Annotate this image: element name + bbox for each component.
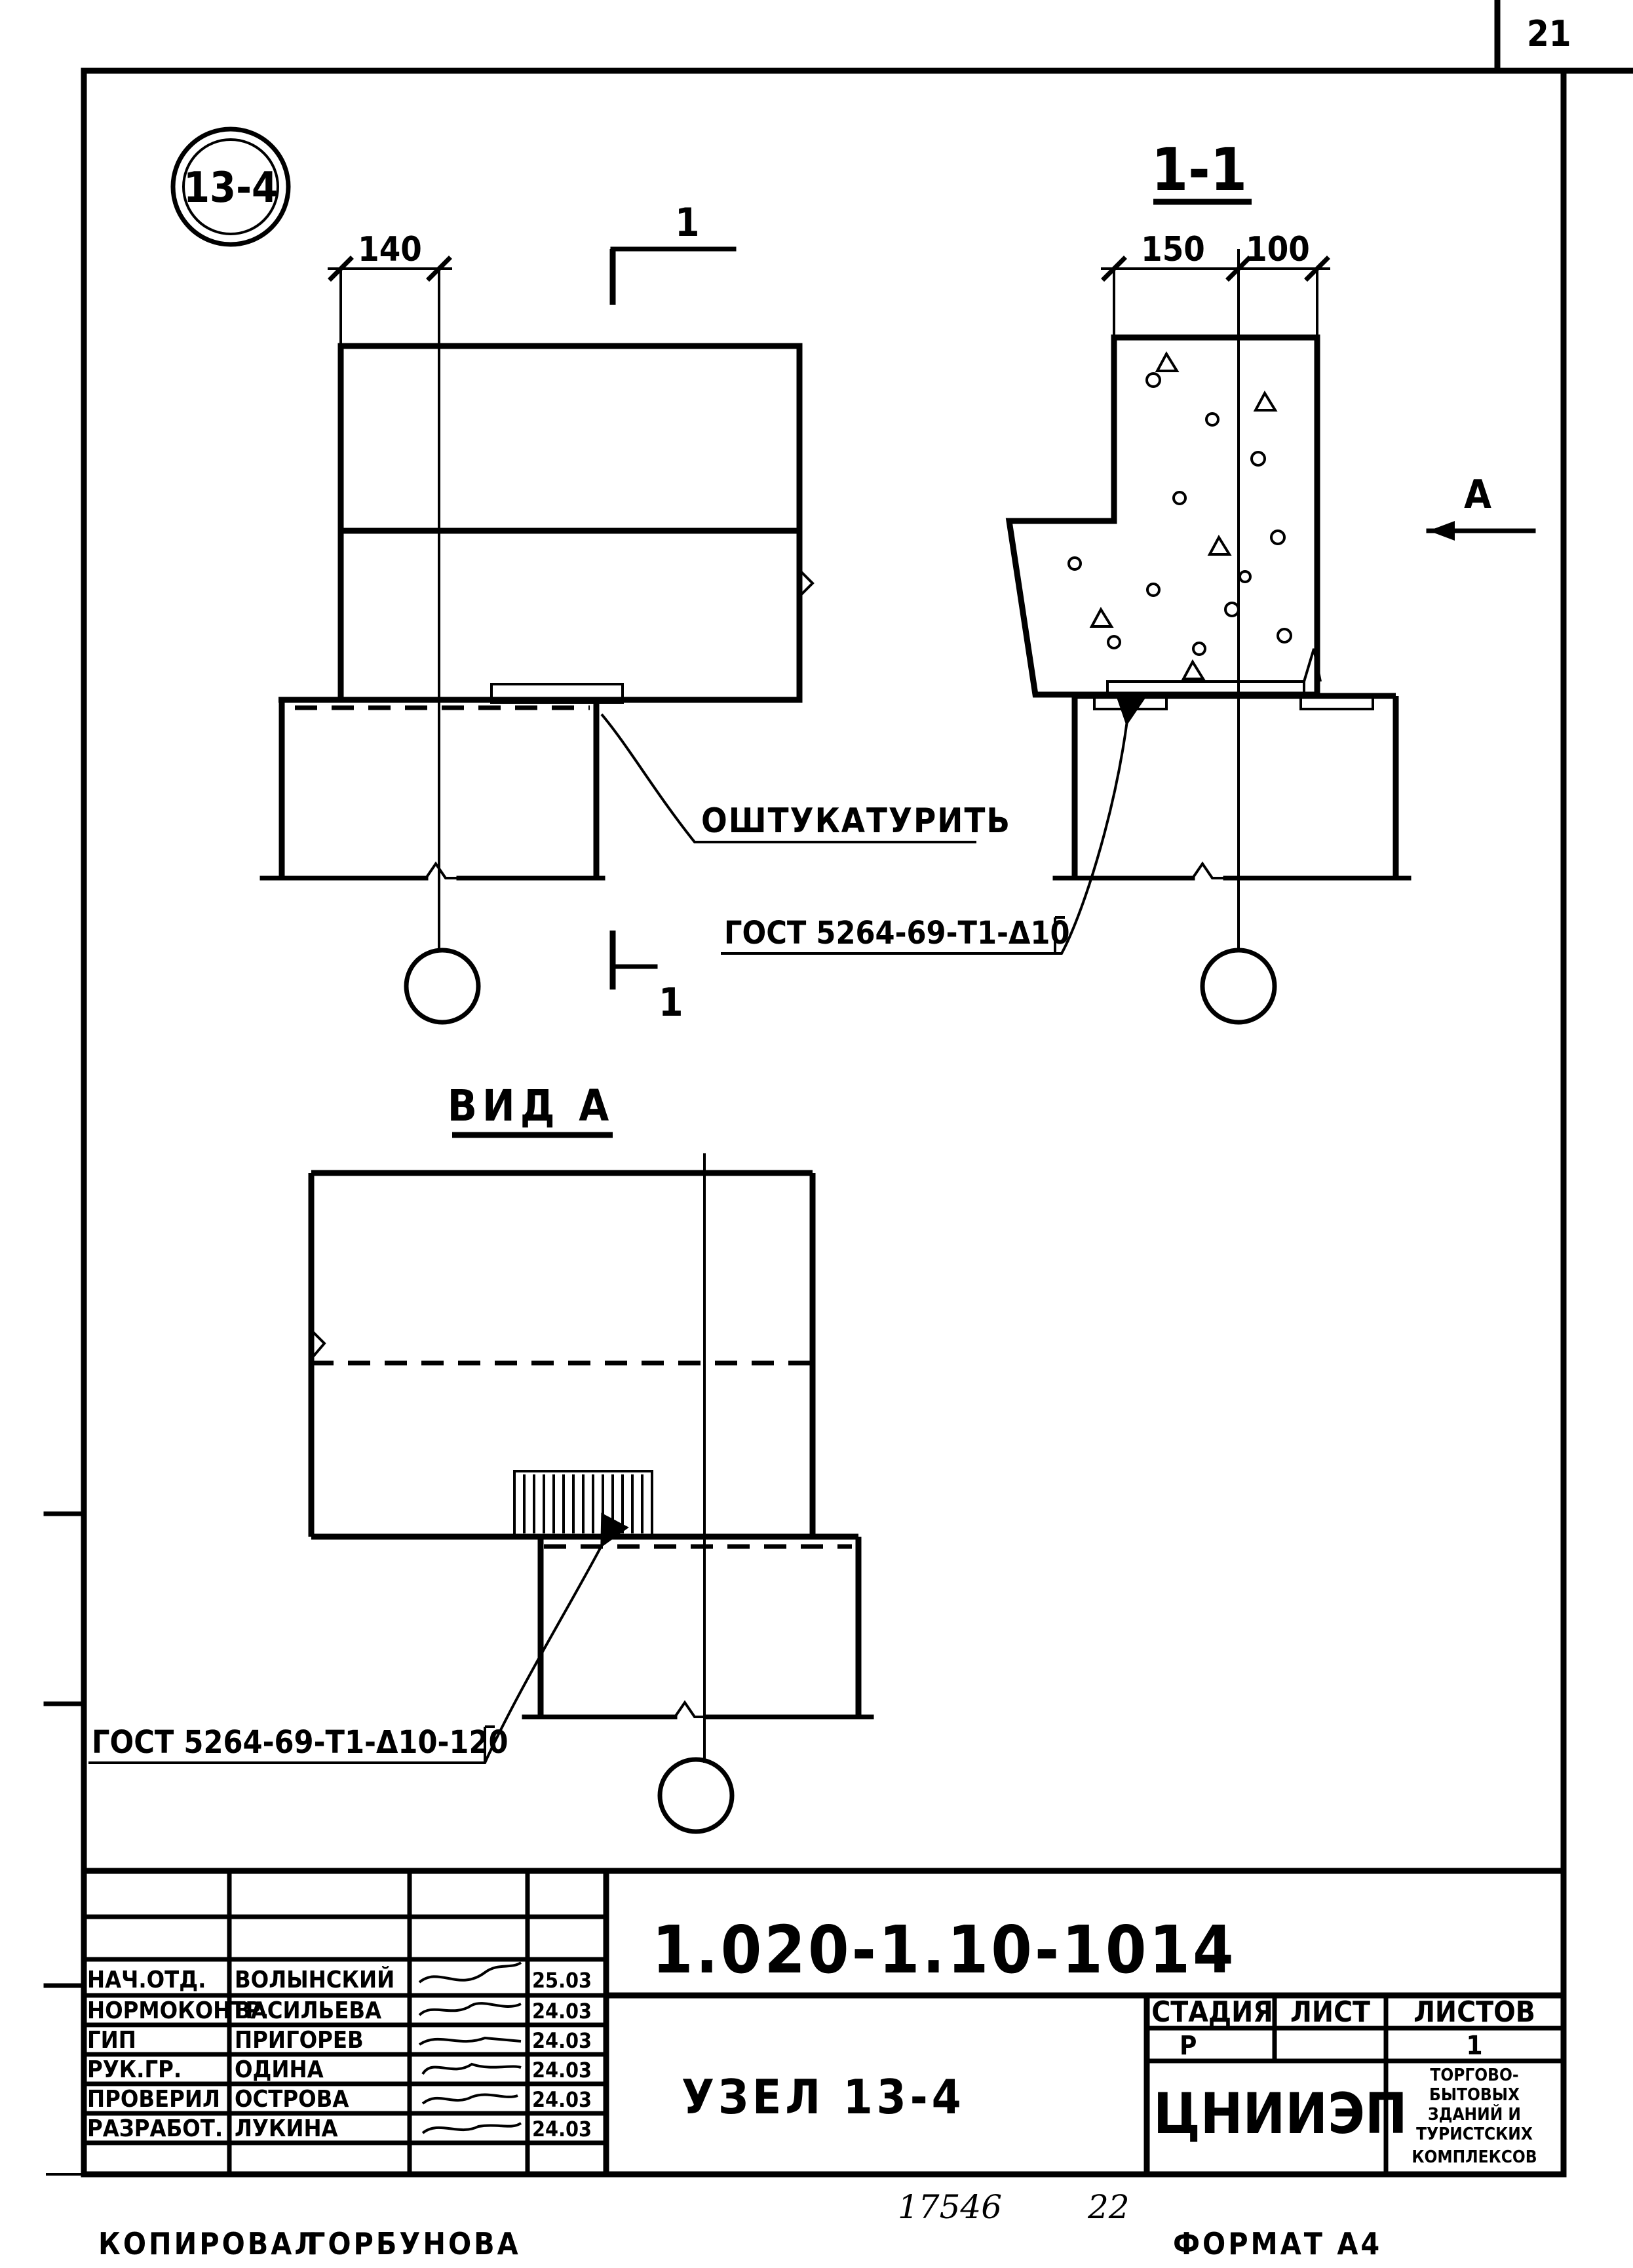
svg-text:ГИП: ГИП [87, 2027, 136, 2054]
section-title: 1-1 [1151, 136, 1247, 204]
stage-value: Р [1180, 2031, 1197, 2061]
svg-text:1: 1 [659, 980, 683, 1026]
dim-left: 140 [358, 230, 422, 269]
signature-row: НОРМОКОНТР. ВАСИЛЬЕВА 24.03 [87, 1997, 592, 2024]
copy-number: 22 [1087, 2188, 1130, 2226]
svg-text:24.03: 24.03 [532, 2028, 592, 2053]
stage-header: СТАДИЯ [1151, 1995, 1273, 2029]
signature-row: РУК.ГР. ОДИНА 24.03 [87, 2056, 592, 2083]
sheets-header: ЛИСТОВ [1413, 1995, 1535, 2029]
org-note-line: ТОРГОВО- [1430, 2066, 1518, 2085]
section-mark-bottom: 1 [609, 931, 683, 1026]
elevation-view: 140 [259, 230, 815, 1025]
section-mark-top: 1 [609, 200, 737, 305]
view-title: ВИД А [448, 1081, 614, 1131]
svg-text:ПРИГОРЕВ: ПРИГОРЕВ [235, 2027, 364, 2054]
sheet-title: УЗЕЛ 13-4 [682, 2069, 965, 2124]
signature-row: ГИП ПРИГОРЕВ 24.03 [87, 2027, 592, 2054]
svg-text:ЛУКИНА: ЛУКИНА [235, 2115, 338, 2142]
svg-text:24.03: 24.03 [532, 1999, 592, 2024]
copier-name: ГОРБУНОВА [308, 2226, 521, 2261]
title-block: 1.020-1.10-1014 УЗЕЛ 13-4 СТАДИЯ ЛИСТ ЛИ… [81, 1868, 1566, 2177]
plaster-callout: ОШТУКАТУРИТЬ [600, 713, 1011, 843]
view-a: ВИД А [308, 1081, 874, 1834]
plaster-label: ОШТУКАТУРИТЬ [701, 801, 1011, 841]
signature-row: ПРОВЕРИЛ ОСТРОВА 24.03 [87, 2086, 592, 2113]
sheet-header: ЛИСТ [1290, 1995, 1370, 2029]
weld-callout-1-label: ГОСТ 5264-69-Т1-Δ10 [724, 915, 1069, 951]
svg-text:НОРМОКОНТР.: НОРМОКОНТР. [87, 1997, 269, 2024]
copied-label: КОПИРОВАЛ [98, 2226, 320, 2261]
weld-callout-2: ГОСТ 5264-69-Т1-Δ10-120 [88, 1512, 629, 1764]
node-badge: 13-4 [170, 126, 291, 247]
dim-right-b: 100 [1246, 230, 1310, 269]
svg-text:ОСТРОВА: ОСТРОВА [235, 2086, 349, 2113]
svg-text:24.03: 24.03 [532, 2117, 592, 2142]
org-note-line: БЫТОВЫХ [1429, 2085, 1520, 2105]
dim-right-a: 150 [1141, 230, 1205, 269]
svg-text:25.03: 25.03 [532, 1968, 592, 1993]
doc-code: 1.020-1.10-1014 [652, 1912, 1237, 1988]
svg-text:РАЗРАБОТ.: РАЗРАБОТ. [87, 2115, 223, 2142]
page-number: 21 [1527, 13, 1571, 54]
svg-text:ВАСИЛЬЕВА: ВАСИЛЬЕВА [235, 1997, 381, 2024]
svg-text:24.03: 24.03 [532, 2058, 592, 2083]
org-note-line: КОМПЛЕКСОВ [1412, 2147, 1537, 2167]
signature-row: НАЧ.ОТД. ВОЛЫНСКИЙ 25.03 [87, 1961, 592, 1993]
svg-text:НАЧ.ОТД.: НАЧ.ОТД. [87, 1967, 206, 1993]
node-badge-label: 13-4 [183, 164, 278, 212]
weld-callout-2-label: ГОСТ 5264-69-Т1-Δ10-120 [92, 1724, 509, 1761]
org-name: ЦНИИЭП [1153, 2081, 1408, 2147]
svg-text:24.03: 24.03 [532, 2087, 592, 2112]
format-label: ФОРМАТ А4 [1173, 2226, 1382, 2261]
org-note-line: ТУРИСТСКИХ [1416, 2124, 1533, 2144]
inventory-number: 17546 [898, 2188, 1002, 2226]
svg-text:РУК.ГР.: РУК.ГР. [87, 2056, 182, 2083]
svg-text:ПРОВЕРИЛ: ПРОВЕРИЛ [87, 2086, 220, 2113]
signature-row: РАЗРАБОТ. ЛУКИНА 24.03 [87, 2115, 592, 2142]
sheets-value: 1 [1466, 2031, 1482, 2061]
svg-text:ОДИНА: ОДИНА [235, 2056, 324, 2083]
section-1-1: 1-1 150 100 [1005, 136, 1536, 1025]
org-note-line: ЗДАНИЙ И [1428, 2104, 1521, 2124]
svg-text:1: 1 [675, 200, 700, 246]
view-arrow-label: A [1464, 472, 1491, 518]
sheet-footer: КОПИРОВАЛ ГОРБУНОВА 17546 22 ФОРМАТ А4 [46, 2173, 1382, 2261]
svg-text:ВОЛЫНСКИЙ: ВОЛЫНСКИЙ [235, 1966, 394, 1993]
weld-callout-1: ГОСТ 5264-69-Т1-Δ10 [721, 693, 1147, 955]
sheet-frame [43, 0, 1633, 2178]
